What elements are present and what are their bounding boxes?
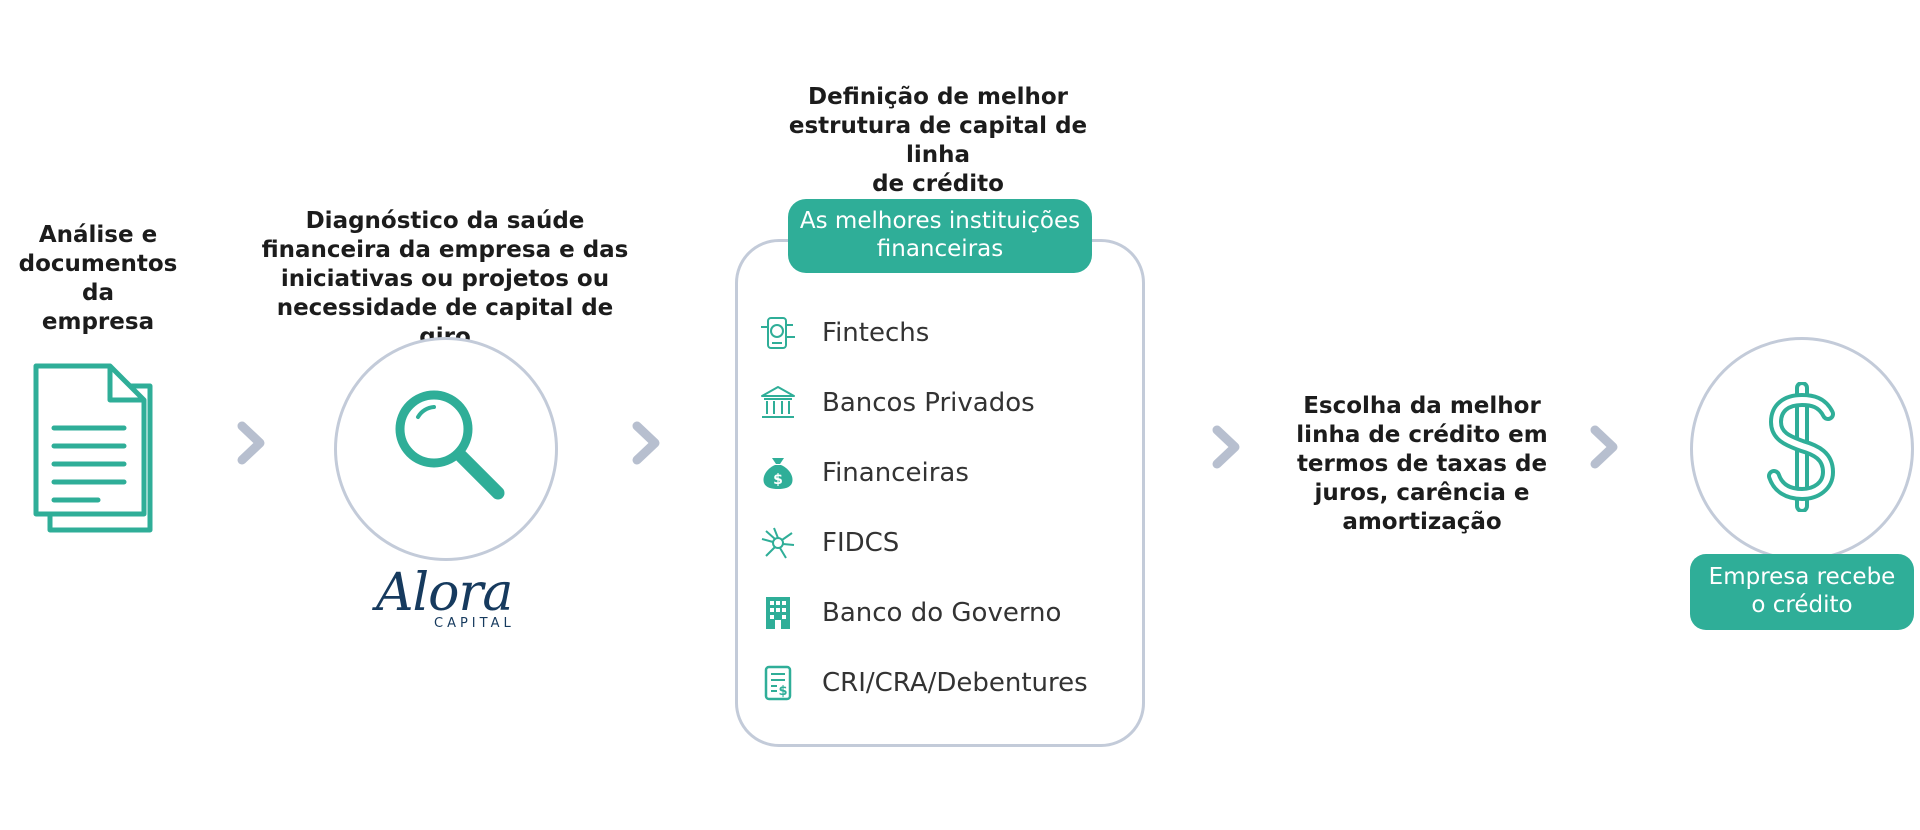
- institution-label: Bancos Privados: [822, 388, 1035, 418]
- dollar-icon: [1767, 382, 1836, 512]
- money-bag-icon: $: [760, 455, 796, 491]
- institution-item-fintechs: Fintechs: [760, 311, 929, 355]
- institutions-title: As melhores instituições financeiras: [788, 199, 1092, 273]
- result-label: Empresa recebe o crédito: [1690, 554, 1914, 630]
- institution-label: Banco do Governo: [822, 598, 1062, 628]
- institution-label: CRI/CRA/Debentures: [822, 668, 1088, 698]
- institution-item-bancos-privados: Bancos Privados: [760, 381, 1035, 425]
- institution-label: Fintechs: [822, 318, 930, 348]
- logo-wordmark: Alora: [376, 563, 513, 623]
- institution-label: Financeiras: [822, 458, 969, 488]
- logo-subtitle: CAPITAL: [434, 616, 515, 631]
- bank-icon: [760, 385, 796, 421]
- chevron-right-icon: [632, 421, 660, 465]
- fintech-icon: [760, 315, 796, 351]
- institution-label: FIDCS: [822, 528, 900, 558]
- svg-text:$: $: [773, 472, 783, 488]
- institution-item-fidcs: FIDCS: [760, 521, 899, 565]
- diagnostic-circle: [334, 337, 558, 561]
- choice-label: Escolha da melhor linha de crédito em te…: [1296, 393, 1548, 535]
- chevron-right-icon: [1212, 425, 1240, 469]
- receipt-icon: $: [760, 665, 796, 701]
- chevron-right-icon: [1590, 425, 1618, 469]
- network-icon: [760, 525, 796, 561]
- chevron-right-icon: [237, 421, 265, 465]
- document-icon: [33, 363, 153, 533]
- definition-label: Definição de melhor estrutura de capital…: [788, 84, 1088, 197]
- institution-item-cri-cra-debentures: $ CRI/CRA/Debentures: [760, 661, 1088, 705]
- analysis-label: Análise e documentos da empresa: [18, 222, 178, 335]
- magnifier-icon: [395, 390, 505, 500]
- diagnostic-label: Diagnóstico da saúde financeira da empre…: [261, 208, 629, 350]
- institution-item-banco-do-governo: Banco do Governo: [760, 591, 1061, 635]
- institution-item-financeiras: $ Financeiras: [760, 451, 969, 495]
- svg-text:$: $: [778, 684, 787, 699]
- building-icon: [760, 595, 796, 631]
